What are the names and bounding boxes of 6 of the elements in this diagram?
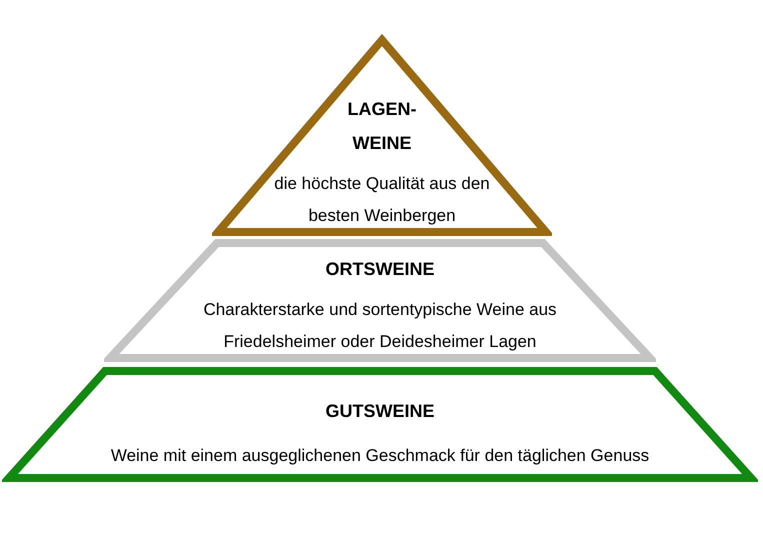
tier-heading: LAGEN- WEINE <box>346 98 418 155</box>
tier-description: Charakterstarke und sortentypische Weine aus Friedelsheimer oder Deidesheimer Lagen <box>202 299 558 353</box>
tier-heading: ORTSWEINE <box>324 258 436 281</box>
tier-heading: GUTSWEINE <box>324 400 436 423</box>
tier-description: die höchste Qualität aus den besten Weinbergen <box>273 173 491 227</box>
tier-description: Weine mit einem ausgeglichenen Geschmack für den täglichen Genuss <box>110 445 650 467</box>
